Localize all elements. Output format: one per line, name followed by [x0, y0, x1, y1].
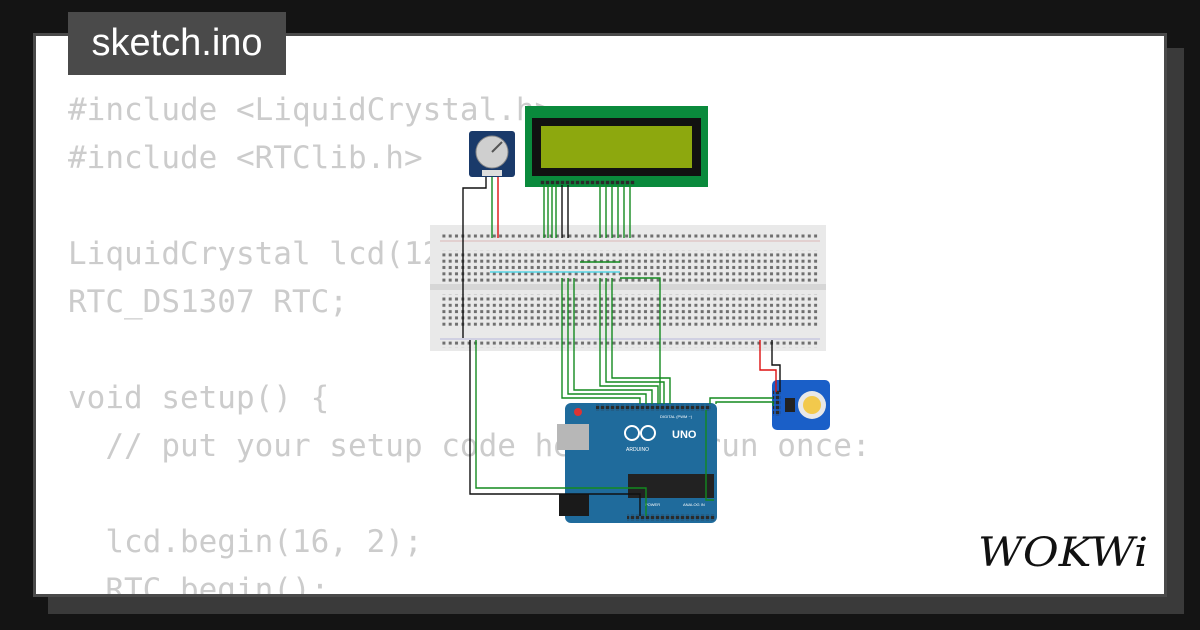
rtc-module: [772, 380, 830, 430]
lcd-display: [525, 106, 708, 187]
arduino-logo-icon: [624, 425, 656, 441]
file-tab[interactable]: sketch.ino: [68, 12, 286, 75]
potentiometer: [469, 131, 515, 177]
code-line: RTC.begin();: [68, 572, 330, 597]
arduino-digital-label: DIGITAL (PWM ~): [660, 414, 693, 419]
arduino-uno: UNO ARDUINO DIGITAL (PWM ~) POWER ANALOG…: [557, 403, 717, 523]
breadboard: [430, 225, 826, 351]
arduino-analog-label: ANALOG IN: [683, 502, 705, 507]
wokwi-logo: WOKWi: [978, 530, 1148, 574]
code-line: void setup() {: [68, 380, 330, 416]
code-line: lcd.begin(16, 2);: [68, 524, 423, 560]
wires: [462, 177, 781, 516]
code-line: #include <LiquidCrystal.h>: [68, 92, 554, 128]
arduino-power-label: POWER: [645, 502, 660, 507]
arduino-model-label: UNO: [672, 429, 697, 441]
arduino-brand-label: ARDUINO: [626, 447, 649, 453]
code-line: RTC_DS1307 RTC;: [68, 284, 348, 320]
svg-text:WOKWi: WOKWi: [978, 530, 1148, 574]
code-line: #include <RTClib.h>: [68, 140, 423, 176]
